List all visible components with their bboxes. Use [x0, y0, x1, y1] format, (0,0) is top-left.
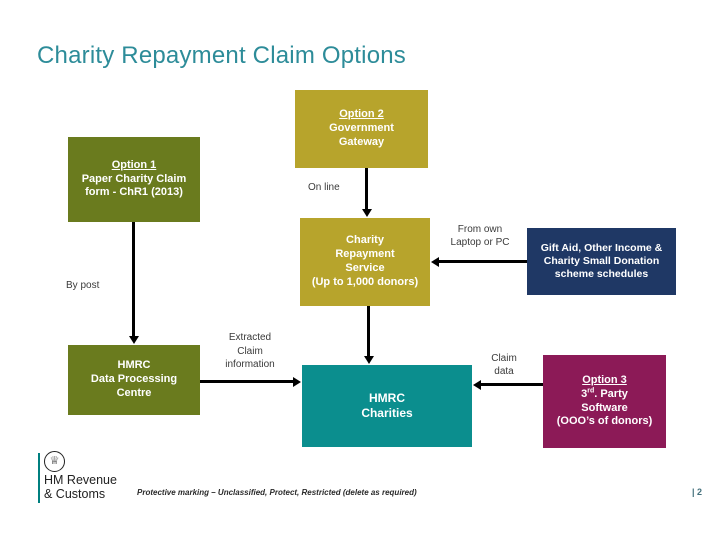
box-line: Paper Charity Claim [81, 172, 187, 185]
hmrc-logo-bar [38, 453, 40, 503]
box-line: (OOO’s of donors) [556, 415, 653, 428]
box-line: Charities [361, 406, 413, 420]
box-line: Software [581, 401, 628, 414]
box-line: 3rd. Party [581, 386, 628, 400]
arrow-head-down-icon [129, 336, 139, 344]
box-option2-government-gateway: Option 2 Government Gateway [295, 90, 428, 168]
box-line: HMRC [117, 359, 151, 372]
label-claim-data: Claim data [491, 353, 517, 377]
label-by-post: By post [66, 280, 100, 291]
box-line: Gateway [338, 135, 385, 148]
box-line: scheme schedules [554, 268, 649, 281]
arrow-line [367, 306, 370, 358]
box-option3-third-party-software: Option 3 3rd. Party Software (OOO’s of d… [543, 355, 666, 448]
page-title: Charity Repayment Claim Options [37, 42, 407, 69]
arrow-line [481, 383, 543, 386]
box-line: Repayment [335, 248, 395, 261]
protective-marking-footer: Protective marking – Unclassified, Prote… [137, 488, 417, 497]
box-line: Centre [116, 386, 152, 399]
box-charity-repayment-service: Charity Repayment Service (Up to 1,000 d… [300, 218, 430, 306]
label-from-own-laptop-or-pc: From own Laptop or PC [450, 224, 510, 248]
arrow-line [132, 222, 135, 337]
box-heading: Option 1 [111, 158, 157, 171]
arrow-head-down-icon [364, 356, 374, 364]
hmrc-logo-text: HM Revenue & Customs [44, 473, 117, 501]
box-line: HMRC [369, 390, 405, 405]
arrow-line [200, 380, 294, 383]
box-line: Charity [346, 234, 384, 247]
box-line: Charity Small Donation [543, 254, 660, 267]
arrow-line [439, 260, 527, 263]
crown-icon: ♕ [44, 451, 65, 472]
arrow-head-left-icon [431, 257, 439, 267]
box-line: Data Processing [90, 373, 178, 386]
box-line: Gift Aid, Other Income & [540, 241, 663, 254]
box-hmrc-data-processing-centre: HMRC Data Processing Centre [68, 345, 200, 415]
box-line: Service [345, 262, 385, 274]
label-extracted-claim-information: Extracted Claim information [225, 332, 275, 370]
page-number: | 2 [692, 487, 703, 497]
box-option1-paper-claim-form: Option 1 Paper Charity Claim form - ChR1… [68, 137, 200, 222]
box-gift-aid-schedules: Gift Aid, Other Income & Charity Small D… [527, 228, 676, 295]
arrow-line [365, 168, 368, 211]
box-heading: Option 2 [339, 108, 384, 121]
label-on-line: On line [308, 182, 340, 193]
box-hmrc-charities: HMRC Charities [302, 365, 472, 447]
arrow-head-right-icon [293, 377, 301, 387]
arrow-head-down-icon [362, 209, 372, 217]
box-line: (Up to 1,000 donors) [311, 275, 419, 288]
box-line: form - ChR1 (2013) [85, 186, 183, 199]
box-line: Government [329, 122, 394, 135]
arrow-head-left-icon [473, 380, 481, 390]
box-heading: Option 3 [582, 373, 627, 386]
